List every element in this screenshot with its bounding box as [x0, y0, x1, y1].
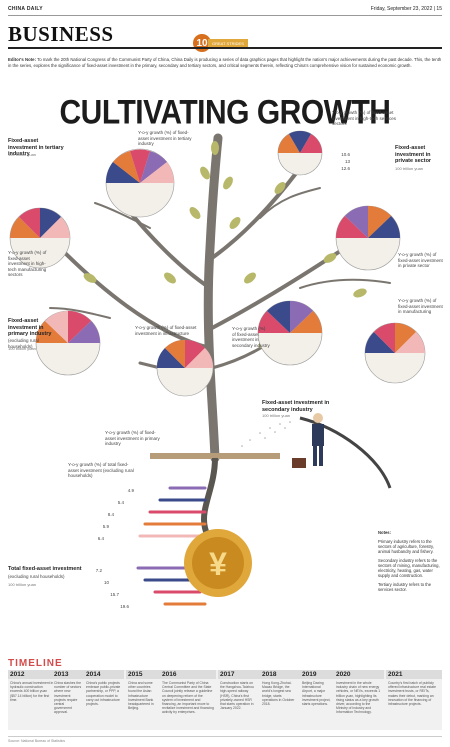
- timeline-item-2021: 2021 Country's first batch of publicly o…: [386, 670, 442, 708]
- timeline-item-2020: 2020 Investment in the whole industry ch…: [334, 670, 384, 717]
- editors-note: Editor's Note: To mark the 20th National…: [8, 57, 442, 68]
- timeline-text: China and some other countries found the…: [128, 681, 154, 711]
- fan-chart-tertiary: [105, 148, 175, 218]
- secondary-heading: Fixed-asset investment in secondary indu…: [262, 400, 330, 413]
- total-value-5: 6.4: [97, 536, 104, 541]
- timeline: 2012 China's annual investment in hydrau…: [8, 670, 442, 730]
- timeline-text: China slashes the number of sectors wher…: [54, 681, 82, 715]
- yuan-coin-inner: [192, 537, 244, 589]
- total-value-3: 8.4: [107, 512, 114, 517]
- timeline-item-2019: 2019 Beijing Daxing International Airpor…: [300, 670, 334, 708]
- timeline-year: 2015: [126, 670, 160, 679]
- total-value-2: 5.4: [117, 500, 124, 505]
- businessman-icon: [292, 413, 324, 468]
- date-page: Friday, September 23, 2022 | 15: [370, 6, 442, 12]
- total-heading: Total fixed-asset investment: [8, 566, 82, 572]
- timeline-item-2017: 2017 Construction starts on the Hangzhou…: [218, 670, 260, 712]
- infrastructure-label: Y-o-y growth (%) of fixed-asset investme…: [135, 325, 197, 336]
- primary-subheading: (excluding rural households): [8, 338, 39, 349]
- timeline-year: 2019: [300, 670, 334, 679]
- total-value-9: 19.6: [120, 604, 129, 609]
- page-title: CULTIVATING GROWTH: [59, 93, 391, 132]
- timeline-item-2018: 2018 Hong Kong-Zhuhai-Macao Bridge, the …: [260, 670, 300, 708]
- total-investment-bars: [136, 486, 207, 606]
- fan-chart-primary: [35, 310, 101, 376]
- total-value-1: 4.9: [127, 488, 134, 493]
- section-title: BUSINESS: [8, 22, 114, 46]
- timeline-item-2013: 2013 China slashes the number of sectors…: [52, 670, 84, 717]
- footer-source: Source: National Bureau of Statistics: [8, 736, 442, 743]
- badge-text: GREAT STRIDES: [208, 38, 248, 48]
- timeline-text: Hong Kong-Zhuhai-Macao Bridge, the world…: [262, 681, 295, 707]
- manufacturing-label: Y-o-y growth (%) of fixed-asset investme…: [398, 298, 443, 314]
- timeline-item-2015: 2015 China and some other countries foun…: [126, 670, 160, 712]
- private-unit: 100 trillion yuan: [395, 166, 424, 171]
- total-growth-label: Y-o-y growth (%) of total fixed-asset in…: [68, 462, 134, 478]
- total-value-6: 7.2: [95, 568, 102, 573]
- notes-box: Notes: Primary industry refers to the se…: [378, 530, 446, 596]
- timeline-year: 2016: [160, 670, 216, 679]
- timeline-year: 2020: [334, 670, 384, 679]
- notes-title: Notes:: [378, 530, 392, 535]
- notes-primary: Primary industry refers to the sectors o…: [378, 539, 435, 554]
- notes-tertiary: Tertiary industry refers to the services…: [378, 582, 432, 592]
- note-text: To mark the 20th National Congress of th…: [8, 57, 442, 68]
- timeline-year: 2021: [386, 670, 442, 679]
- total-value-4: 5.9: [102, 524, 109, 529]
- private-heading: Fixed-asset investment in private sector: [395, 145, 432, 164]
- fan-chart-infrastructure: [156, 339, 214, 397]
- fan-chart-private: [335, 205, 401, 271]
- timeline-year: 2012: [8, 670, 56, 679]
- timeline-text: The Communist Party of China Central Com…: [162, 681, 214, 715]
- tertiary-heading: Fixed-asset investment in tertiary indus…: [8, 138, 64, 157]
- timeline-text: Construction starts on the Hangzhou-Taiz…: [220, 681, 254, 711]
- total-value-8: 15.7: [110, 592, 119, 597]
- hightech-value-1: 10.6: [341, 152, 350, 157]
- paper-name: CHINA DAILY: [8, 6, 43, 12]
- notes-secondary: Secondary industry refers to the sectors…: [378, 558, 440, 578]
- total-unit: 100 trillion yuan: [8, 582, 37, 587]
- total-subheading: (excluding rural households): [8, 574, 65, 579]
- water-spray: [241, 421, 291, 447]
- primary-unit: 100 billion yuan: [8, 346, 36, 351]
- yuan-symbol: ¥: [209, 546, 227, 582]
- timeline-year: 2018: [260, 670, 300, 679]
- primary-heading: Fixed-asset investment in primary indust…: [8, 318, 52, 337]
- ground: [150, 453, 280, 459]
- timeline-text: Country's first batch of publicly offere…: [388, 681, 436, 707]
- timeline-text: China's public projects embrace public-p…: [86, 681, 121, 707]
- hightech-value-3: 12.6: [341, 166, 350, 171]
- tree-branches: [49, 133, 391, 463]
- tree-illustration: ¥: [9, 130, 426, 606]
- timeline-item-2012: 2012 China's annual investment in hydrau…: [8, 670, 56, 704]
- timeline-item-2014: 2014 China's public projects embrace pub…: [84, 670, 124, 708]
- primary-growth-label: Y-o-y growth (%) of fixed-asset investme…: [105, 430, 160, 446]
- private-growth-label: Y-o-y growth (%) of fixed-asset investme…: [398, 252, 443, 268]
- secondary-growth-label: Y-o-y growth (%) of fixed-asset investme…: [232, 326, 270, 348]
- hightech-services-label: Y-o-y growth (%) of fixed-asset investme…: [332, 110, 397, 126]
- hose: [299, 416, 392, 489]
- timeline-title: TIMELINE: [8, 658, 63, 669]
- fan-chart-manufacturing: [364, 322, 426, 384]
- tertiary-growth-label: Y-o-y growth (%) of fixed-asset investme…: [138, 130, 192, 146]
- tertiary-unit: 100 trillion yuan: [8, 152, 37, 157]
- timeline-text: Beijing Daxing International Airport, a …: [302, 681, 331, 707]
- fan-chart-hightech-services: [277, 130, 323, 176]
- timeline-year: 2013: [52, 670, 84, 679]
- timeline-year: 2017: [218, 670, 260, 679]
- fan-chart-hightech-manufacturing: [9, 207, 71, 269]
- total-value-7: 10: [103, 580, 109, 585]
- top-bar: CHINA DAILY Friday, September 23, 2022 |…: [8, 4, 442, 16]
- hightech-mfg-label: Y-o-y growth (%) of fixed-asset investme…: [8, 250, 47, 277]
- section-rule: [8, 47, 442, 49]
- secondary-unit: 100 trillion yuan: [262, 413, 291, 418]
- note-label: Editor's Note:: [8, 57, 36, 62]
- timeline-item-2016: 2016 The Communist Party of China Centra…: [160, 670, 216, 717]
- timeline-text: China's annual investment in hydraulic c…: [10, 681, 54, 702]
- hightech-value-2: 13: [344, 159, 350, 164]
- timeline-text: Investment in the whole industry chain o…: [336, 681, 381, 715]
- fan-chart-secondary: [257, 300, 323, 366]
- timeline-year: 2014: [84, 670, 124, 679]
